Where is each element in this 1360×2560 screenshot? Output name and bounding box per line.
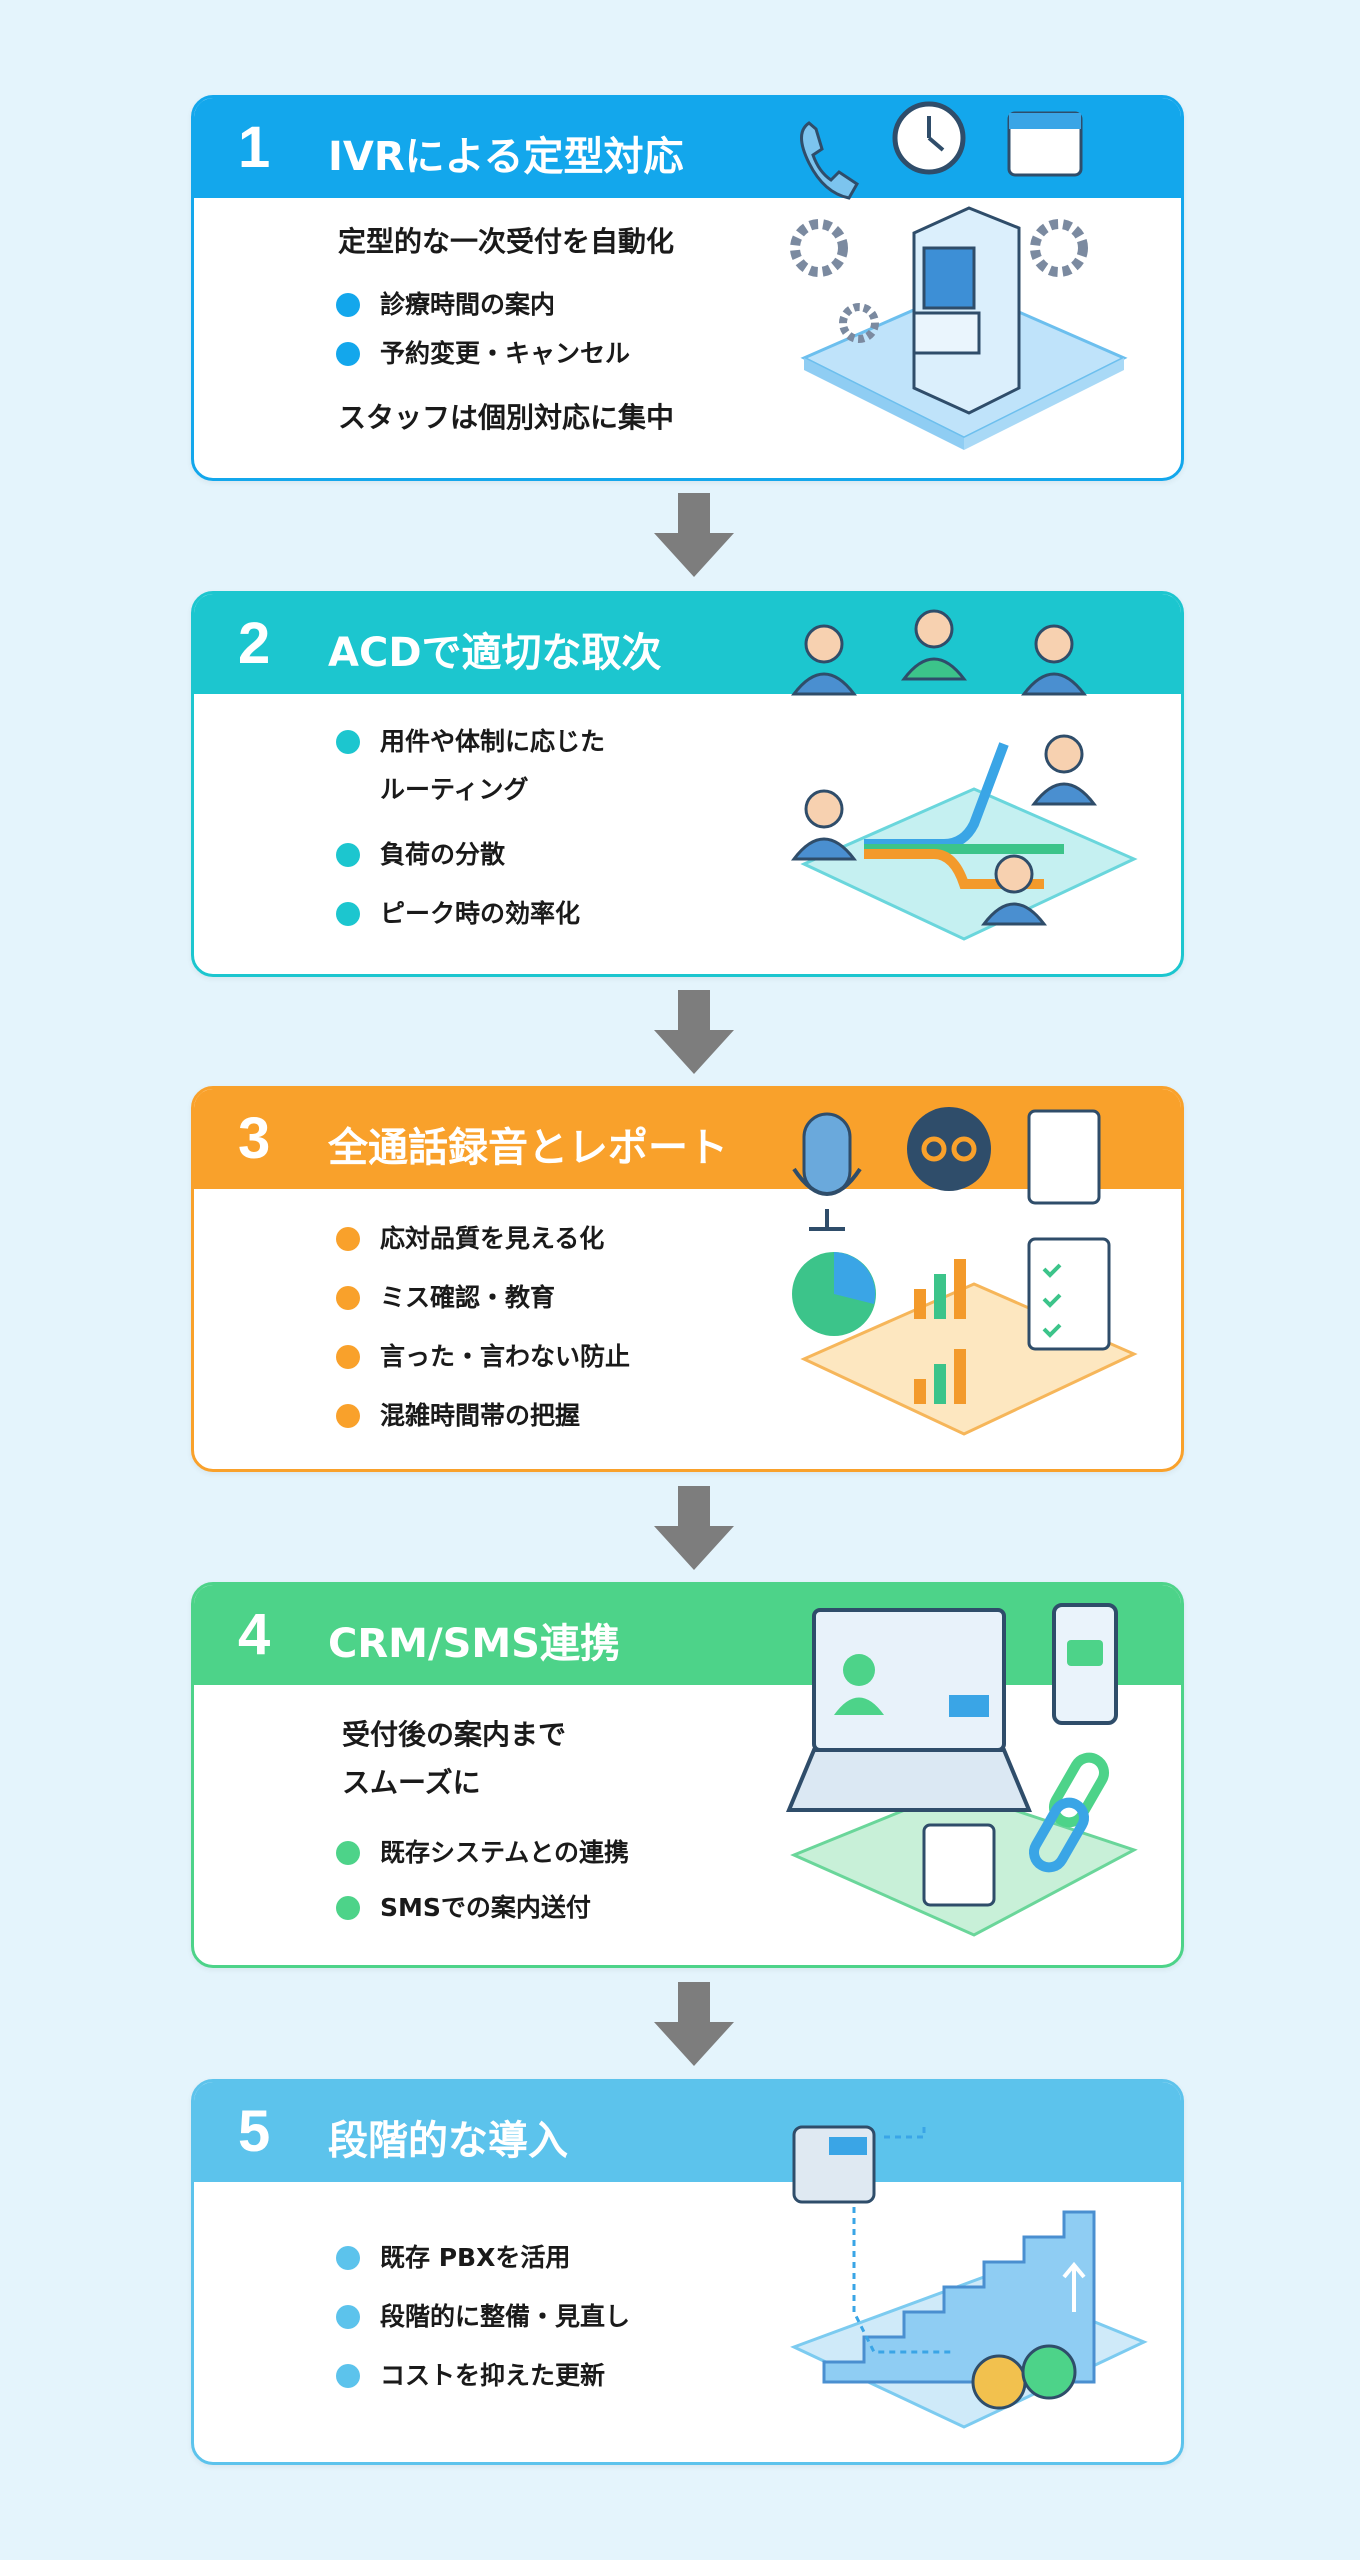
- message-icon: [922, 1823, 996, 1907]
- bullet-dot: [336, 293, 360, 317]
- crm-sms-illustration: [786, 1603, 1138, 1937]
- bullet-text: ミス確認・教育: [380, 1283, 556, 1312]
- clock-icon: [892, 101, 966, 175]
- bullet-text: 診療時間の案内: [380, 290, 556, 319]
- bullet-text: 既存システムとの連携: [380, 1838, 630, 1867]
- bullet-item: 診療時間の案内: [336, 281, 555, 329]
- step-footer: スタッフは個別対応に集中: [338, 401, 675, 434]
- step-title: 全通話録音とレポート: [328, 1125, 728, 1171]
- bullet-dot: [336, 2305, 360, 2329]
- bullet-item: 応対品質を見える化: [336, 1215, 604, 1263]
- bullet-item: 混雑時間帯の把握: [336, 1392, 580, 1440]
- bullet-dot: [336, 1345, 360, 1369]
- bullet-item: ミス確認・教育: [336, 1274, 555, 1322]
- report-icon: [1027, 1109, 1101, 1205]
- bullet-text: 応対品質を見える化: [380, 1224, 605, 1253]
- phone-icon: [800, 121, 859, 200]
- bullet-text: 負荷の分散: [380, 840, 506, 869]
- bullet-text: コストを抑えた更新: [380, 2361, 606, 2390]
- bullet-item: 既存 PBXを活用: [336, 2234, 570, 2282]
- operator-icon: [790, 609, 1098, 926]
- step-header: 3 全通話録音とレポート: [194, 1089, 1181, 1189]
- bullet-dot: [336, 730, 360, 754]
- money-bag-icon: [971, 2344, 1077, 2410]
- routing-arrows-icon: [864, 742, 1064, 889]
- bullet-item: 言った・言わない防止: [336, 1333, 630, 1381]
- bullet-item: SMSでの案内送付: [336, 1884, 591, 1932]
- voicemail-icon: [907, 1107, 991, 1191]
- bullet-text: 混雑時間帯の把握: [380, 1401, 581, 1430]
- ivr-illustration: [790, 101, 1128, 450]
- bullet-dot: [336, 1404, 360, 1428]
- step-number: 4: [238, 1602, 271, 1667]
- bullet-dot: [336, 2364, 360, 2388]
- step-card-2: 2 ACDで適切な取次 用件や体制に応じたルーティング 負荷の分散 ピーク時の効…: [191, 591, 1184, 977]
- smartphone-sms-icon: [1052, 1603, 1118, 1725]
- step-header: 4 CRM/SMS連携: [194, 1585, 1181, 1685]
- down-arrow-icon: [654, 1982, 734, 2066]
- bullet-item: 負荷の分散: [336, 831, 505, 879]
- bullet-dot: [336, 1896, 360, 1920]
- step-title: CRM/SMS連携: [328, 1621, 620, 1667]
- bullet-text: 用件や体制に応じたルーティング: [380, 727, 606, 804]
- bullet-dot: [336, 902, 360, 926]
- step-number: 2: [238, 611, 271, 676]
- down-arrow-icon: [654, 493, 734, 577]
- laptop-crm-icon: [786, 1608, 1032, 1812]
- phased-rollout-illustration: [790, 2122, 1148, 2429]
- bullet-dot: [336, 843, 360, 867]
- step-lead: 受付後の案内までスムーズに: [342, 1718, 567, 1799]
- bullet-dot: [336, 1227, 360, 1251]
- bullet-text: 言った・言わない防止: [380, 1342, 631, 1371]
- step-title: ACDで適切な取次: [328, 630, 662, 676]
- step-number: 5: [238, 2099, 271, 2164]
- desk-phone-icon: [792, 2125, 876, 2204]
- step-lead: 定型的な一次受付を自動化: [338, 225, 675, 258]
- bullet-dot: [336, 2246, 360, 2270]
- down-arrow-icon: [654, 1486, 734, 1570]
- bullet-item: 既存システムとの連携: [336, 1829, 629, 1877]
- step-title: 段階的な導入: [328, 2118, 568, 2164]
- step-card-3: 3 全通話録音とレポート 応対品質を見える化 ミス確認・教育 言った・言わない防…: [191, 1086, 1184, 1472]
- acd-illustration: [790, 609, 1138, 941]
- bullet-text: ピーク時の効率化: [380, 899, 581, 928]
- bar-chart-icon: [914, 1259, 966, 1404]
- calendar-icon: [1007, 111, 1083, 177]
- bullet-item: 段階的に整備・見直し: [336, 2293, 630, 2341]
- bullet-item: コストを抑えた更新: [336, 2352, 605, 2400]
- bullet-item: ピーク時の効率化: [336, 890, 580, 938]
- step-header: 5 段階的な導入: [194, 2082, 1181, 2182]
- microphone-icon: [792, 1112, 862, 1231]
- down-arrow-icon: [654, 990, 734, 1074]
- bullet-dot: [336, 342, 360, 366]
- bullet-item: 用件や体制に応じたルーティング: [336, 718, 605, 814]
- step-number: 1: [238, 115, 271, 180]
- bullet-text: 予約変更・キャンセル: [380, 339, 631, 368]
- bullet-text: SMSでの案内送付: [380, 1893, 591, 1922]
- bullet-text: 既存 PBXを活用: [380, 2243, 571, 2272]
- bullet-dot: [336, 1286, 360, 1310]
- gear-icon: [790, 219, 1088, 343]
- step-title: IVRによる定型対応: [328, 134, 684, 180]
- bullet-dot: [336, 1841, 360, 1865]
- stairs-icon: [822, 2210, 1096, 2384]
- pie-chart-icon: [792, 1252, 876, 1336]
- step-card-5: 5 段階的な導入 既存 PBXを活用 段階的に整備・見直し コストを抑えた更新: [191, 2079, 1184, 2465]
- link-chain-icon: [1029, 1752, 1109, 1873]
- bullet-text: 段階的に整備・見直し: [380, 2302, 631, 2331]
- checklist-icon: [1027, 1237, 1111, 1351]
- step-card-1: 1 IVRによる定型対応 定型的な一次受付を自動化 診療時間の案内 予約変更・キ…: [191, 95, 1184, 481]
- step-header: 2 ACDで適切な取次: [194, 594, 1181, 694]
- step-number: 3: [238, 1106, 271, 1171]
- ivr-terminal-icon: [912, 206, 1021, 415]
- step-card-4: 4 CRM/SMS連携 受付後の案内までスムーズに 既存システムとの連携 SMS…: [191, 1582, 1184, 1968]
- bullet-item: 予約変更・キャンセル: [336, 330, 630, 378]
- recording-illustration: [792, 1107, 1138, 1436]
